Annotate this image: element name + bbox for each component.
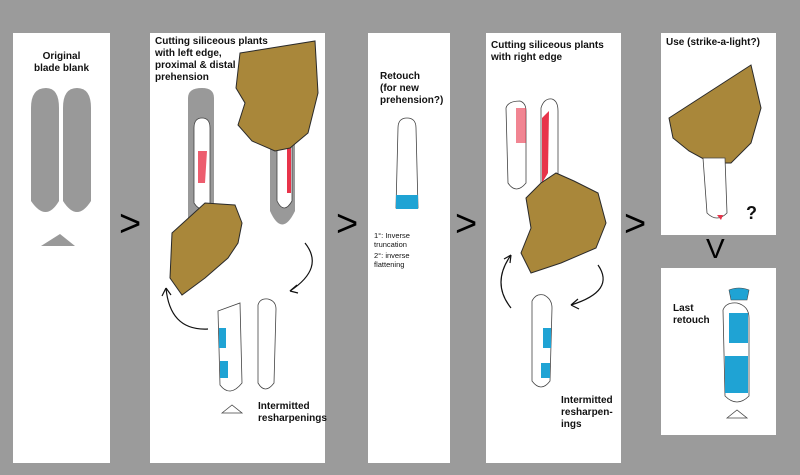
right-use-wear-2 xyxy=(542,111,549,183)
arrow-down: V xyxy=(706,233,725,264)
use-blade-tip-red xyxy=(717,215,723,220)
use-question-mark: ? xyxy=(746,203,757,223)
panel-last-retouch: Last retouch xyxy=(661,268,776,435)
right-cut-caption-line2: resharpen- xyxy=(561,407,613,418)
panel-retouch: Retouch (for new prehension?) 1°: Invers… xyxy=(368,33,450,463)
retouch-title-line2: (for new xyxy=(380,83,419,94)
retouch-blue-end xyxy=(396,195,418,209)
use-wear-red-1 xyxy=(198,151,207,183)
left-cut-title-line1: Cutting siliceous plants xyxy=(155,36,268,47)
original-title-line2: blade blank xyxy=(33,63,89,74)
left-cut-title-line4: prehension xyxy=(155,72,209,83)
retouch-title-line3: prehension?) xyxy=(380,95,444,106)
panel-original-blank: Original blade blank xyxy=(13,33,110,463)
last-retouch-title-line2: retouch xyxy=(673,315,710,326)
use-title: Use (strike-a-light?) xyxy=(666,37,760,48)
cycle-arrow-left-head xyxy=(161,287,172,297)
cycle-arrow-right-head xyxy=(289,284,299,294)
cycle-arrow-left xyxy=(165,287,209,330)
right-cut-caption-line3: ings xyxy=(561,419,582,430)
right-cycle-arrow-left-head xyxy=(503,254,512,264)
left-cut-title-line3: proximal & distal xyxy=(155,60,236,71)
hand-right xyxy=(520,172,607,274)
retouch-note-line3: 2°: inverse xyxy=(374,251,410,260)
right-cycle-arrow-right xyxy=(570,264,604,306)
right-retouch-blue-1 xyxy=(543,328,551,348)
retouch-title-line1: Retouch xyxy=(380,71,420,82)
original-title-line1: Original xyxy=(42,51,81,62)
retouch-blue-a1 xyxy=(219,328,226,348)
left-cut-title-line2: with left edge, xyxy=(155,48,222,59)
last-retouch-title-line1: Last xyxy=(673,303,694,314)
blade-blank-drawing xyxy=(31,88,91,246)
hand-use xyxy=(668,64,762,164)
arrow-4: > xyxy=(624,203,647,245)
last-retouch-butt xyxy=(725,409,749,419)
left-cut-caption-line2: resharpenings xyxy=(258,413,327,424)
last-retouch-cap xyxy=(728,287,750,301)
blade-right xyxy=(63,88,91,212)
retouch-drawing xyxy=(395,117,419,209)
retouch-note-line2: truncation xyxy=(374,240,407,249)
right-use-wear-1 xyxy=(516,108,526,143)
arrow-3: > xyxy=(455,203,478,245)
left-cut-caption-line1: Intermitted xyxy=(258,401,310,412)
panel-use: Use (strike-a-light?) ? xyxy=(661,33,776,235)
retouch-blue-a2 xyxy=(220,361,228,378)
last-retouch-drawing xyxy=(722,287,750,419)
right-cycle-arrow-right-head xyxy=(570,298,580,310)
resharpened-blade-b xyxy=(257,298,277,390)
use-drawing xyxy=(668,64,762,220)
panel-left-edge-cutting: Cutting siliceous plants with left edge,… xyxy=(150,33,327,463)
right-retouch-blue-2 xyxy=(541,363,550,378)
left-edge-drawings xyxy=(161,40,319,414)
hand-upper xyxy=(235,40,319,152)
right-cut-title-line1: Cutting siliceous plants xyxy=(491,40,604,51)
arrow-1: > xyxy=(119,203,142,245)
arrow-2: > xyxy=(336,203,359,245)
blade-butt xyxy=(41,234,75,246)
right-edge-drawings xyxy=(500,98,607,388)
cycle-arrow-right xyxy=(289,242,313,292)
use-blade xyxy=(702,157,728,219)
panel-right-edge-cutting: Cutting siliceous plants with right edge… xyxy=(486,33,621,463)
retouched-blade xyxy=(395,117,419,209)
butt-piece xyxy=(220,404,244,414)
right-cut-caption-line1: Intermitted xyxy=(561,395,613,406)
retouch-note-line4: flattening xyxy=(374,260,405,269)
right-cut-title-line2: with right edge xyxy=(491,52,563,63)
last-retouch-blue-1 xyxy=(729,313,748,343)
use-wear-red-2 xyxy=(287,143,291,193)
last-retouch-blue-2 xyxy=(725,356,748,393)
hand-lower xyxy=(169,202,243,296)
right-cycle-arrow-left xyxy=(500,254,512,309)
blade-left xyxy=(31,88,59,212)
retouch-note-line1: 1°: Inverse xyxy=(374,231,410,240)
